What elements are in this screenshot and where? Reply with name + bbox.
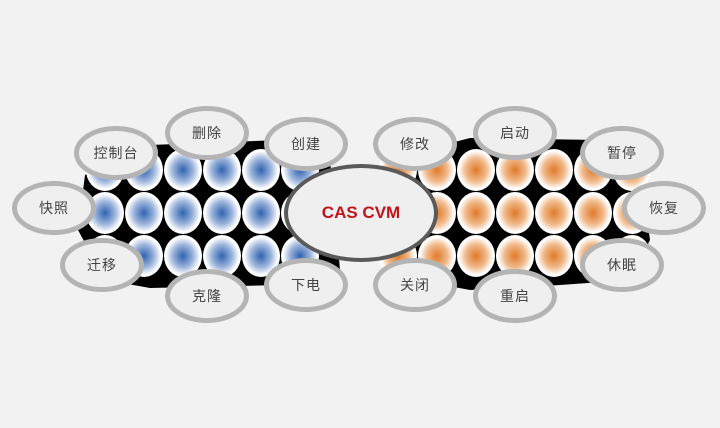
node-hibernate[interactable]: 休眠 xyxy=(580,238,664,292)
center-node[interactable]: CAS CVM xyxy=(284,164,438,262)
node-label: 迁移 xyxy=(87,258,117,274)
orange-dot xyxy=(457,192,495,234)
blue-dot xyxy=(242,149,280,191)
blue-dot xyxy=(125,192,163,234)
node-resume[interactable]: 恢复 xyxy=(622,181,706,235)
blue-dot xyxy=(86,192,124,234)
orange-dot xyxy=(496,235,534,277)
orange-dot xyxy=(457,235,495,277)
node-start[interactable]: 启动 xyxy=(473,106,557,160)
orange-dot xyxy=(574,192,612,234)
node-pause[interactable]: 暂停 xyxy=(580,126,664,180)
node-power-off[interactable]: 下电 xyxy=(264,258,348,312)
node-label: 重启 xyxy=(500,289,530,305)
node-label: 修改 xyxy=(400,137,430,153)
orange-dot xyxy=(535,235,573,277)
blue-dot xyxy=(164,149,202,191)
center-label: CAS CVM xyxy=(321,203,401,222)
node-migrate[interactable]: 迁移 xyxy=(60,238,144,292)
blue-dot xyxy=(164,192,202,234)
node-modify[interactable]: 修改 xyxy=(373,117,457,171)
node-label: 控制台 xyxy=(93,146,139,162)
node-snapshot[interactable]: 快照 xyxy=(12,181,96,235)
orange-dot xyxy=(535,192,573,234)
blue-dot xyxy=(242,235,280,277)
node-label: 快照 xyxy=(39,201,69,217)
blue-dot xyxy=(164,235,202,277)
node-label: 休眠 xyxy=(607,258,637,274)
blue-dot xyxy=(203,235,241,277)
node-label: 下电 xyxy=(291,278,321,294)
node-delete[interactable]: 删除 xyxy=(165,106,249,160)
node-create[interactable]: 创建 xyxy=(264,117,348,171)
node-label: 恢复 xyxy=(649,201,679,217)
orange-dot xyxy=(496,192,534,234)
orange-dot xyxy=(457,149,495,191)
node-label: 启动 xyxy=(500,126,530,142)
node-shutdown[interactable]: 关闭 xyxy=(373,258,457,312)
node-label: 创建 xyxy=(291,137,321,153)
blue-dot xyxy=(242,192,280,234)
orange-dot xyxy=(535,149,573,191)
node-console[interactable]: 控制台 xyxy=(74,126,158,180)
node-label: 关闭 xyxy=(400,278,430,294)
node-clone[interactable]: 克隆 xyxy=(165,269,249,323)
blue-dot xyxy=(203,192,241,234)
node-label: 暂停 xyxy=(607,146,637,162)
node-label: 删除 xyxy=(192,126,222,142)
node-label: 克隆 xyxy=(192,289,222,305)
orange-dot xyxy=(496,149,534,191)
node-restart[interactable]: 重启 xyxy=(473,269,557,323)
